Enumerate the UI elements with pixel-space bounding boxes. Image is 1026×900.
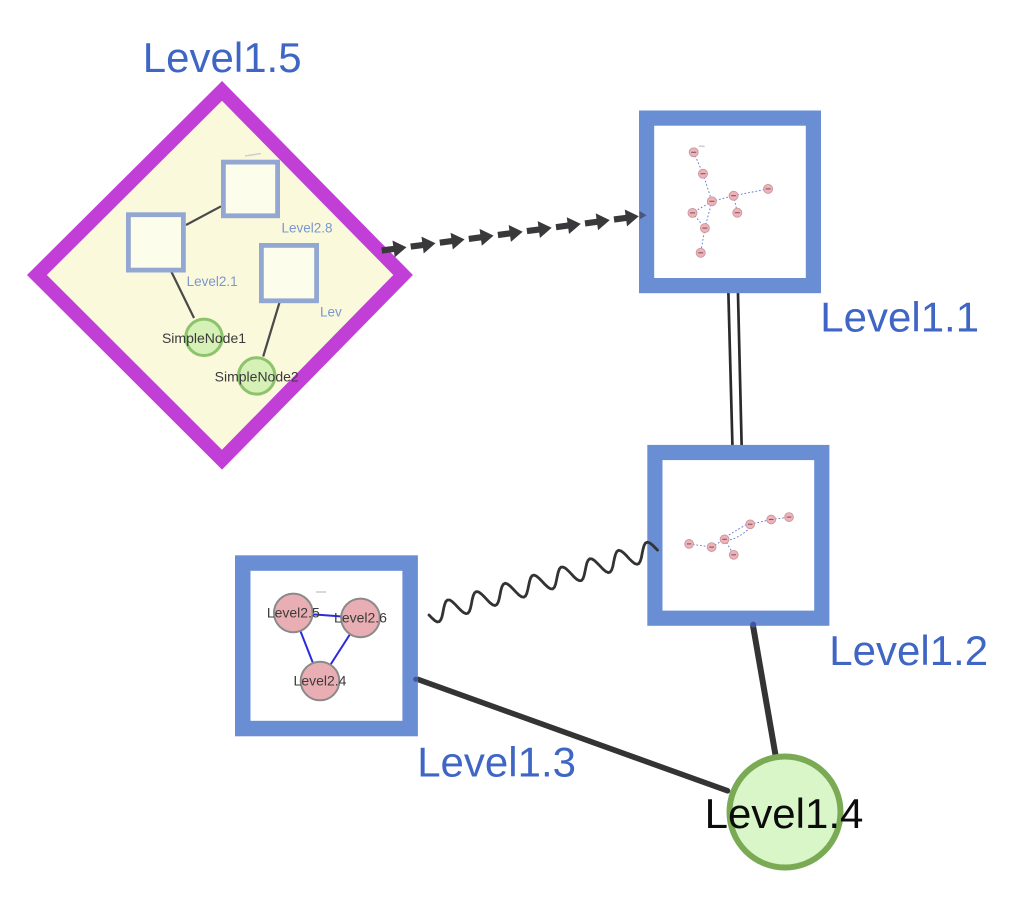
svg-text:Level2.5: Level2.5 <box>267 605 320 621</box>
svg-text:Level1.1: Level1.1 <box>820 293 979 340</box>
svg-text:Level2.8: Level2.8 <box>282 220 333 235</box>
svg-text:Level1.5: Level1.5 <box>143 34 302 81</box>
svg-text:Level1.2: Level1.2 <box>829 627 988 674</box>
svg-text:Level2.4: Level2.4 <box>294 673 347 689</box>
svg-text:Level1.3: Level1.3 <box>417 739 576 786</box>
svg-text:SimpleNode1: SimpleNode1 <box>162 330 246 346</box>
svg-text:Level2.6: Level2.6 <box>334 610 387 626</box>
svg-text:Lev: Lev <box>320 305 342 320</box>
svg-text:Level2.1: Level2.1 <box>187 274 238 289</box>
svg-text:Level1.4: Level1.4 <box>705 790 864 837</box>
svg-text:SimpleNode2: SimpleNode2 <box>215 369 299 385</box>
